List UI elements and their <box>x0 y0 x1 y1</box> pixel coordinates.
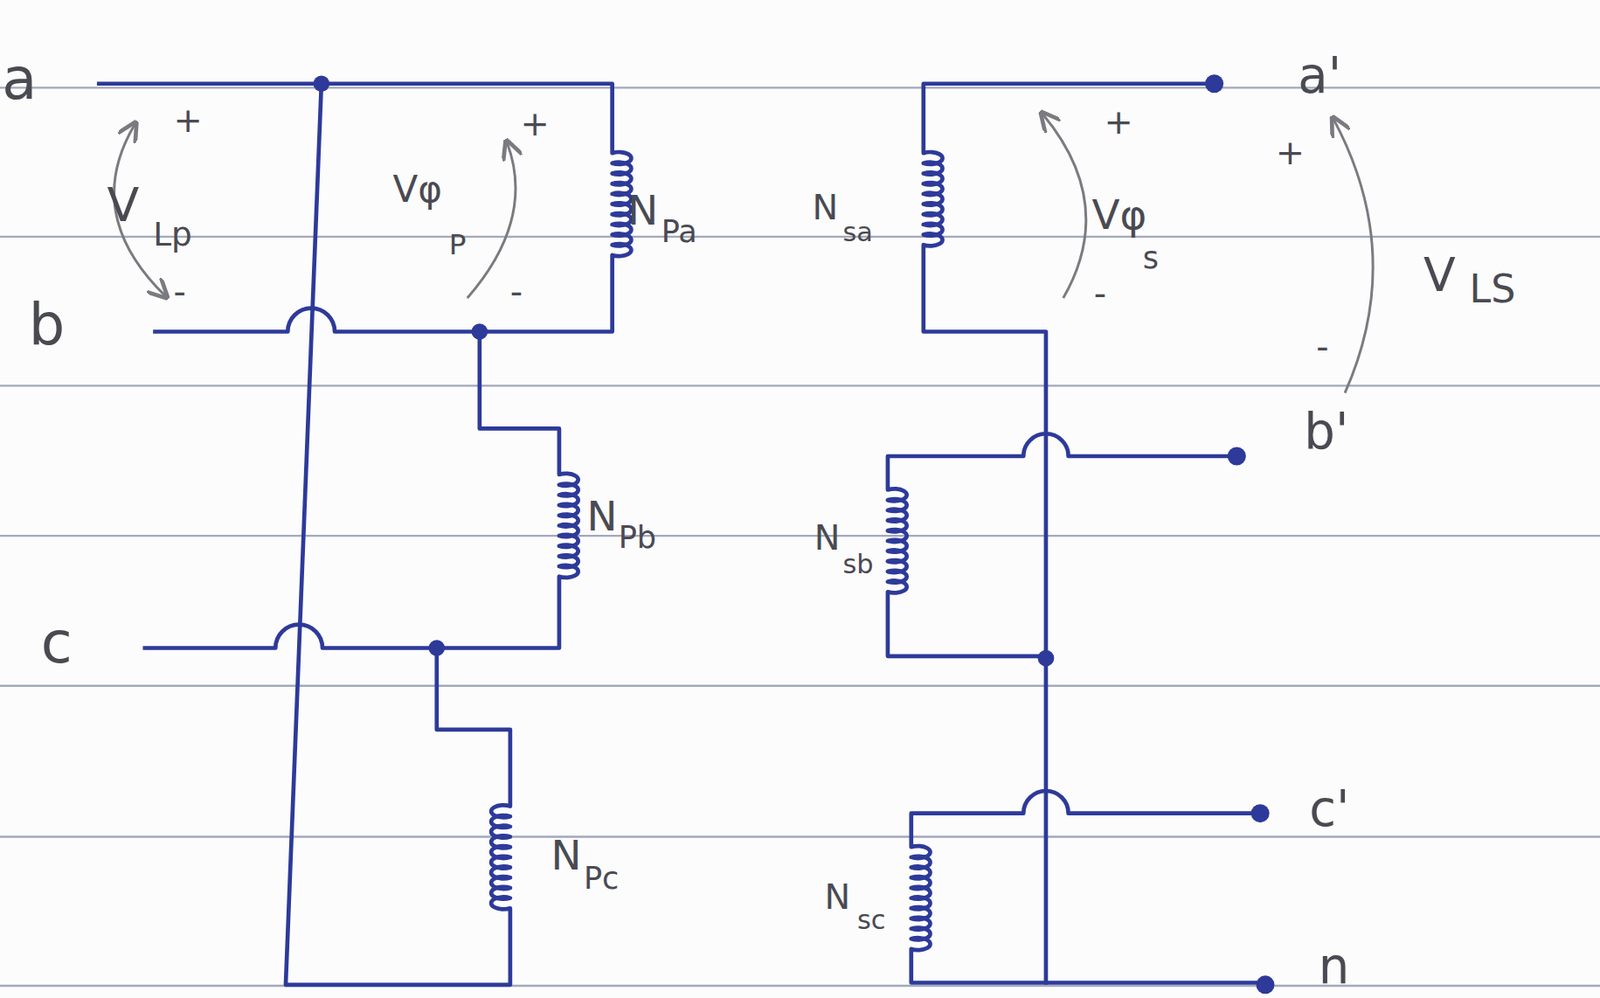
voltage-symbol: Vφ <box>1091 193 1147 236</box>
winding-subscript: Pa <box>661 216 698 248</box>
terminal-name: b <box>28 296 66 354</box>
winding-name: N <box>814 520 841 556</box>
winding-subscript: Pb <box>618 522 657 554</box>
terminal-name: c <box>41 614 73 672</box>
polarity-sign: + <box>1103 103 1133 139</box>
winding-subscript: Pc <box>583 863 619 894</box>
terminal-name: a <box>1 50 37 108</box>
voltage-subscript: P <box>449 230 467 260</box>
ruled-lines <box>0 87 1600 986</box>
winding-name: N <box>627 189 659 231</box>
voltage-symbol: V <box>107 181 140 229</box>
voltage-subscript: Lp <box>152 218 193 251</box>
winding-name: N <box>586 496 617 538</box>
terminal-name: a' <box>1297 50 1342 100</box>
polarity-sign: - <box>1094 275 1107 311</box>
terminal-name: n <box>1318 941 1351 991</box>
wiring <box>96 83 1266 985</box>
winding-subscript: sa <box>843 218 873 245</box>
polarity-sign: + <box>173 102 203 138</box>
polarity-sign: + <box>1275 134 1305 170</box>
winding-name: N <box>551 834 582 876</box>
terminal-name: c' <box>1309 783 1350 833</box>
polarity-sign: - <box>1316 328 1329 364</box>
winding-subscript: sc <box>857 906 887 933</box>
junction-dots <box>312 74 1275 994</box>
polarity-sign: - <box>510 273 523 309</box>
voltage-symbol: V <box>1423 250 1456 298</box>
winding-name: N <box>824 879 852 915</box>
terminal-name: b' <box>1303 406 1349 456</box>
winding-name: N <box>812 189 839 225</box>
voltage-symbol: Vφ <box>393 171 443 208</box>
voltage-arrows <box>114 114 1374 394</box>
polarity-sign: - <box>173 273 187 309</box>
polarity-sign: + <box>520 105 550 141</box>
voltage-subscript: LS <box>1469 269 1517 308</box>
winding-subscript: sb <box>843 551 874 578</box>
voltage-subscript: s <box>1142 242 1159 274</box>
